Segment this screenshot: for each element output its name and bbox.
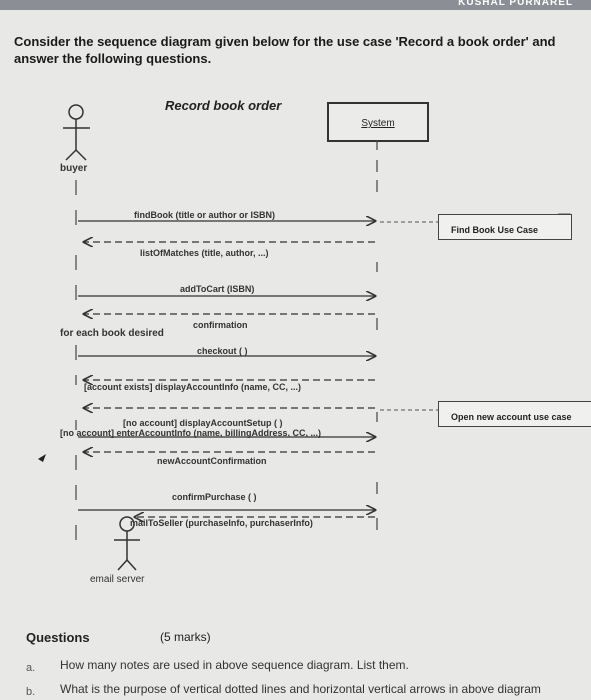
cursor-arrow-icon: [38, 454, 46, 462]
no-account-enter-message: [no account] enterAccountInfo (name, bil…: [60, 428, 322, 438]
question-a-text: How many notes are used in above sequenc…: [60, 658, 409, 672]
question-prompt: Consider the sequence diagram given belo…: [14, 34, 556, 66]
questions-marks: (5 marks): [160, 630, 211, 644]
diagram-title: Record book order: [165, 98, 282, 113]
top-strip: KUSHAL PURNAREL: [0, 0, 591, 10]
question-a-number: a.: [26, 662, 36, 674]
note-open-new-account: Open new account use case: [438, 401, 591, 427]
for-each-guard: for each book desired: [60, 328, 164, 339]
question-b-text: What is the purpose of vertical dotted l…: [60, 682, 541, 696]
checkout-message: checkout ( ): [197, 346, 248, 356]
confirmation-message: confirmation: [193, 320, 248, 330]
question-b-number: b.: [26, 686, 36, 698]
no-account-setup-message: [no account] displayAccountSetup ( ): [123, 418, 283, 428]
buyer-label: buyer: [60, 163, 88, 174]
account-exists-message: [account exists] displayAccountInfo (nam…: [84, 382, 302, 392]
note-find-book-text: Find Book Use Case: [451, 225, 539, 235]
mail-to-seller-message: mailToSeller (purchaseInfo, purchaserInf…: [130, 518, 313, 528]
note-open-new-account-text: Open new account use case: [451, 412, 572, 422]
paper-sheet: [0, 10, 591, 700]
system-label: System: [361, 118, 395, 129]
find-book-message: findBook (title or author or ISBN): [134, 210, 275, 220]
email-server-actor-icon: [114, 516, 140, 571]
note-connectors: [380, 213, 571, 411]
note-find-book-use-case: Find Book Use Case: [438, 214, 572, 240]
top-strip-name: KUSHAL PURNAREL: [458, 0, 573, 8]
new-account-conf-message: newAccountConfirmation: [157, 456, 267, 466]
buyer-actor-icon: [63, 104, 90, 161]
system-lifeline-box: System: [327, 102, 429, 142]
email-server-label: email server: [90, 574, 145, 585]
add-to-cart-message: addToCart (ISBN): [180, 284, 255, 294]
list-matches-message: listOfMatches (title, author, ...): [140, 248, 269, 258]
questions-heading: Questions: [26, 630, 90, 645]
confirm-purchase-message: confirmPurchase ( ): [172, 492, 257, 502]
